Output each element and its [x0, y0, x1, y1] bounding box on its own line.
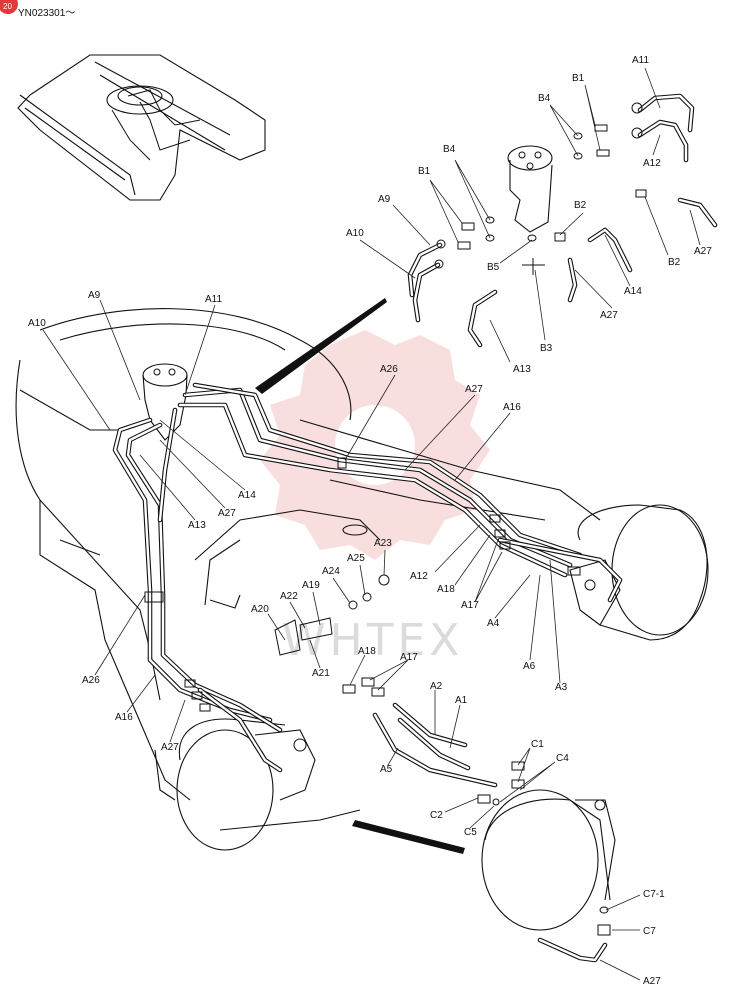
- label-B4-mid: B4: [443, 144, 456, 155]
- label-A26-left: A26: [82, 675, 100, 686]
- travel-motor-left: [176, 718, 316, 851]
- label-A21: A21: [312, 668, 330, 679]
- label-A16-left: A16: [115, 712, 133, 723]
- leader-lines: [42, 67, 701, 981]
- label-A19: A19: [302, 580, 320, 591]
- label-B1-top: B1: [572, 73, 585, 84]
- label-A12-main: A12: [410, 571, 428, 582]
- label-A14-main: A14: [238, 490, 256, 501]
- pipe-A1-A2-A5: [372, 702, 498, 788]
- header: 20 YN023301～: [0, 0, 75, 19]
- label-A10-top: A10: [346, 228, 364, 239]
- label-A6: A6: [523, 661, 536, 672]
- pipe-A14-A27-A13-top: [467, 197, 718, 348]
- label-A27-left: A27: [161, 742, 179, 753]
- label-A27-bottom: A27: [643, 976, 661, 987]
- watermark-text: WHTEX: [282, 615, 463, 666]
- pipe-A9-A10-top: [407, 239, 446, 323]
- pipe-bundle-main: [112, 382, 623, 773]
- label-C4: C4: [556, 753, 569, 764]
- frame-outline: [15, 308, 601, 831]
- label-A18-low: A18: [358, 646, 376, 657]
- label-A3: A3: [555, 682, 568, 693]
- small-parts: [274, 124, 647, 936]
- label-A24: A24: [322, 566, 340, 577]
- label-A23: A23: [374, 538, 392, 549]
- label-A25: A25: [347, 553, 365, 564]
- label-A17-main: A17: [461, 600, 479, 611]
- label-B5: B5: [487, 262, 500, 273]
- travel-motor-exploded: [481, 789, 616, 931]
- label-B1-mid: B1: [418, 166, 431, 177]
- callout-labels: A11 A12 B1 B4 B4 B1 A9 A10 B2 B2 A27 A14…: [28, 55, 712, 987]
- label-B4-top: B4: [538, 93, 551, 104]
- machine-overview-inset: [17, 54, 266, 201]
- label-A14-top: A14: [624, 286, 642, 297]
- label-A27-top: A27: [694, 246, 712, 257]
- travel-motor-right: [569, 504, 709, 641]
- label-A16-centre: A16: [503, 402, 521, 413]
- label-A27-mid: A27: [600, 310, 618, 321]
- label-A1: A1: [455, 695, 468, 706]
- label-C2: C2: [430, 810, 443, 821]
- label-B2-a: B2: [574, 200, 587, 211]
- serial-range: YN023301～: [18, 8, 75, 19]
- label-A9-main: A9: [88, 290, 101, 301]
- label-A18-main: A18: [437, 584, 455, 595]
- page-badge-number: 20: [3, 2, 12, 11]
- label-B2-b: B2: [668, 257, 681, 268]
- label-A13-top: A13: [513, 364, 531, 375]
- label-A11-main: A11: [205, 294, 222, 305]
- swivel-joint-top: [507, 145, 553, 233]
- label-B3: B3: [540, 343, 553, 354]
- label-A2: A2: [430, 681, 443, 692]
- label-A26-top: A26: [380, 364, 398, 375]
- label-C1: C1: [531, 739, 544, 750]
- pointer-wedge-upper: [255, 298, 387, 394]
- label-A17-low: A17: [400, 652, 418, 663]
- label-A11-top: A11: [632, 55, 649, 66]
- label-C5: C5: [464, 827, 477, 838]
- pipe-fittings: [144, 457, 581, 712]
- label-A4: A4: [487, 618, 500, 629]
- label-A27-centre: A27: [465, 384, 483, 395]
- pipe-A27-bottom: [537, 937, 608, 963]
- pointer-wedge-lower: [352, 820, 465, 854]
- label-A22: A22: [280, 591, 298, 602]
- label-A12-top: A12: [643, 158, 661, 169]
- label-A9-top: A9: [378, 194, 391, 205]
- label-C7-1: C7-1: [643, 889, 665, 900]
- label-A13-main: A13: [188, 520, 206, 531]
- label-A27-main: A27: [218, 508, 236, 519]
- label-A10-main: A10: [28, 318, 46, 329]
- label-C7: C7: [643, 926, 656, 937]
- page-badge: [0, 0, 18, 14]
- label-A5: A5: [380, 764, 393, 775]
- pipe-A11-A12: [631, 93, 695, 163]
- label-A20: A20: [251, 604, 269, 615]
